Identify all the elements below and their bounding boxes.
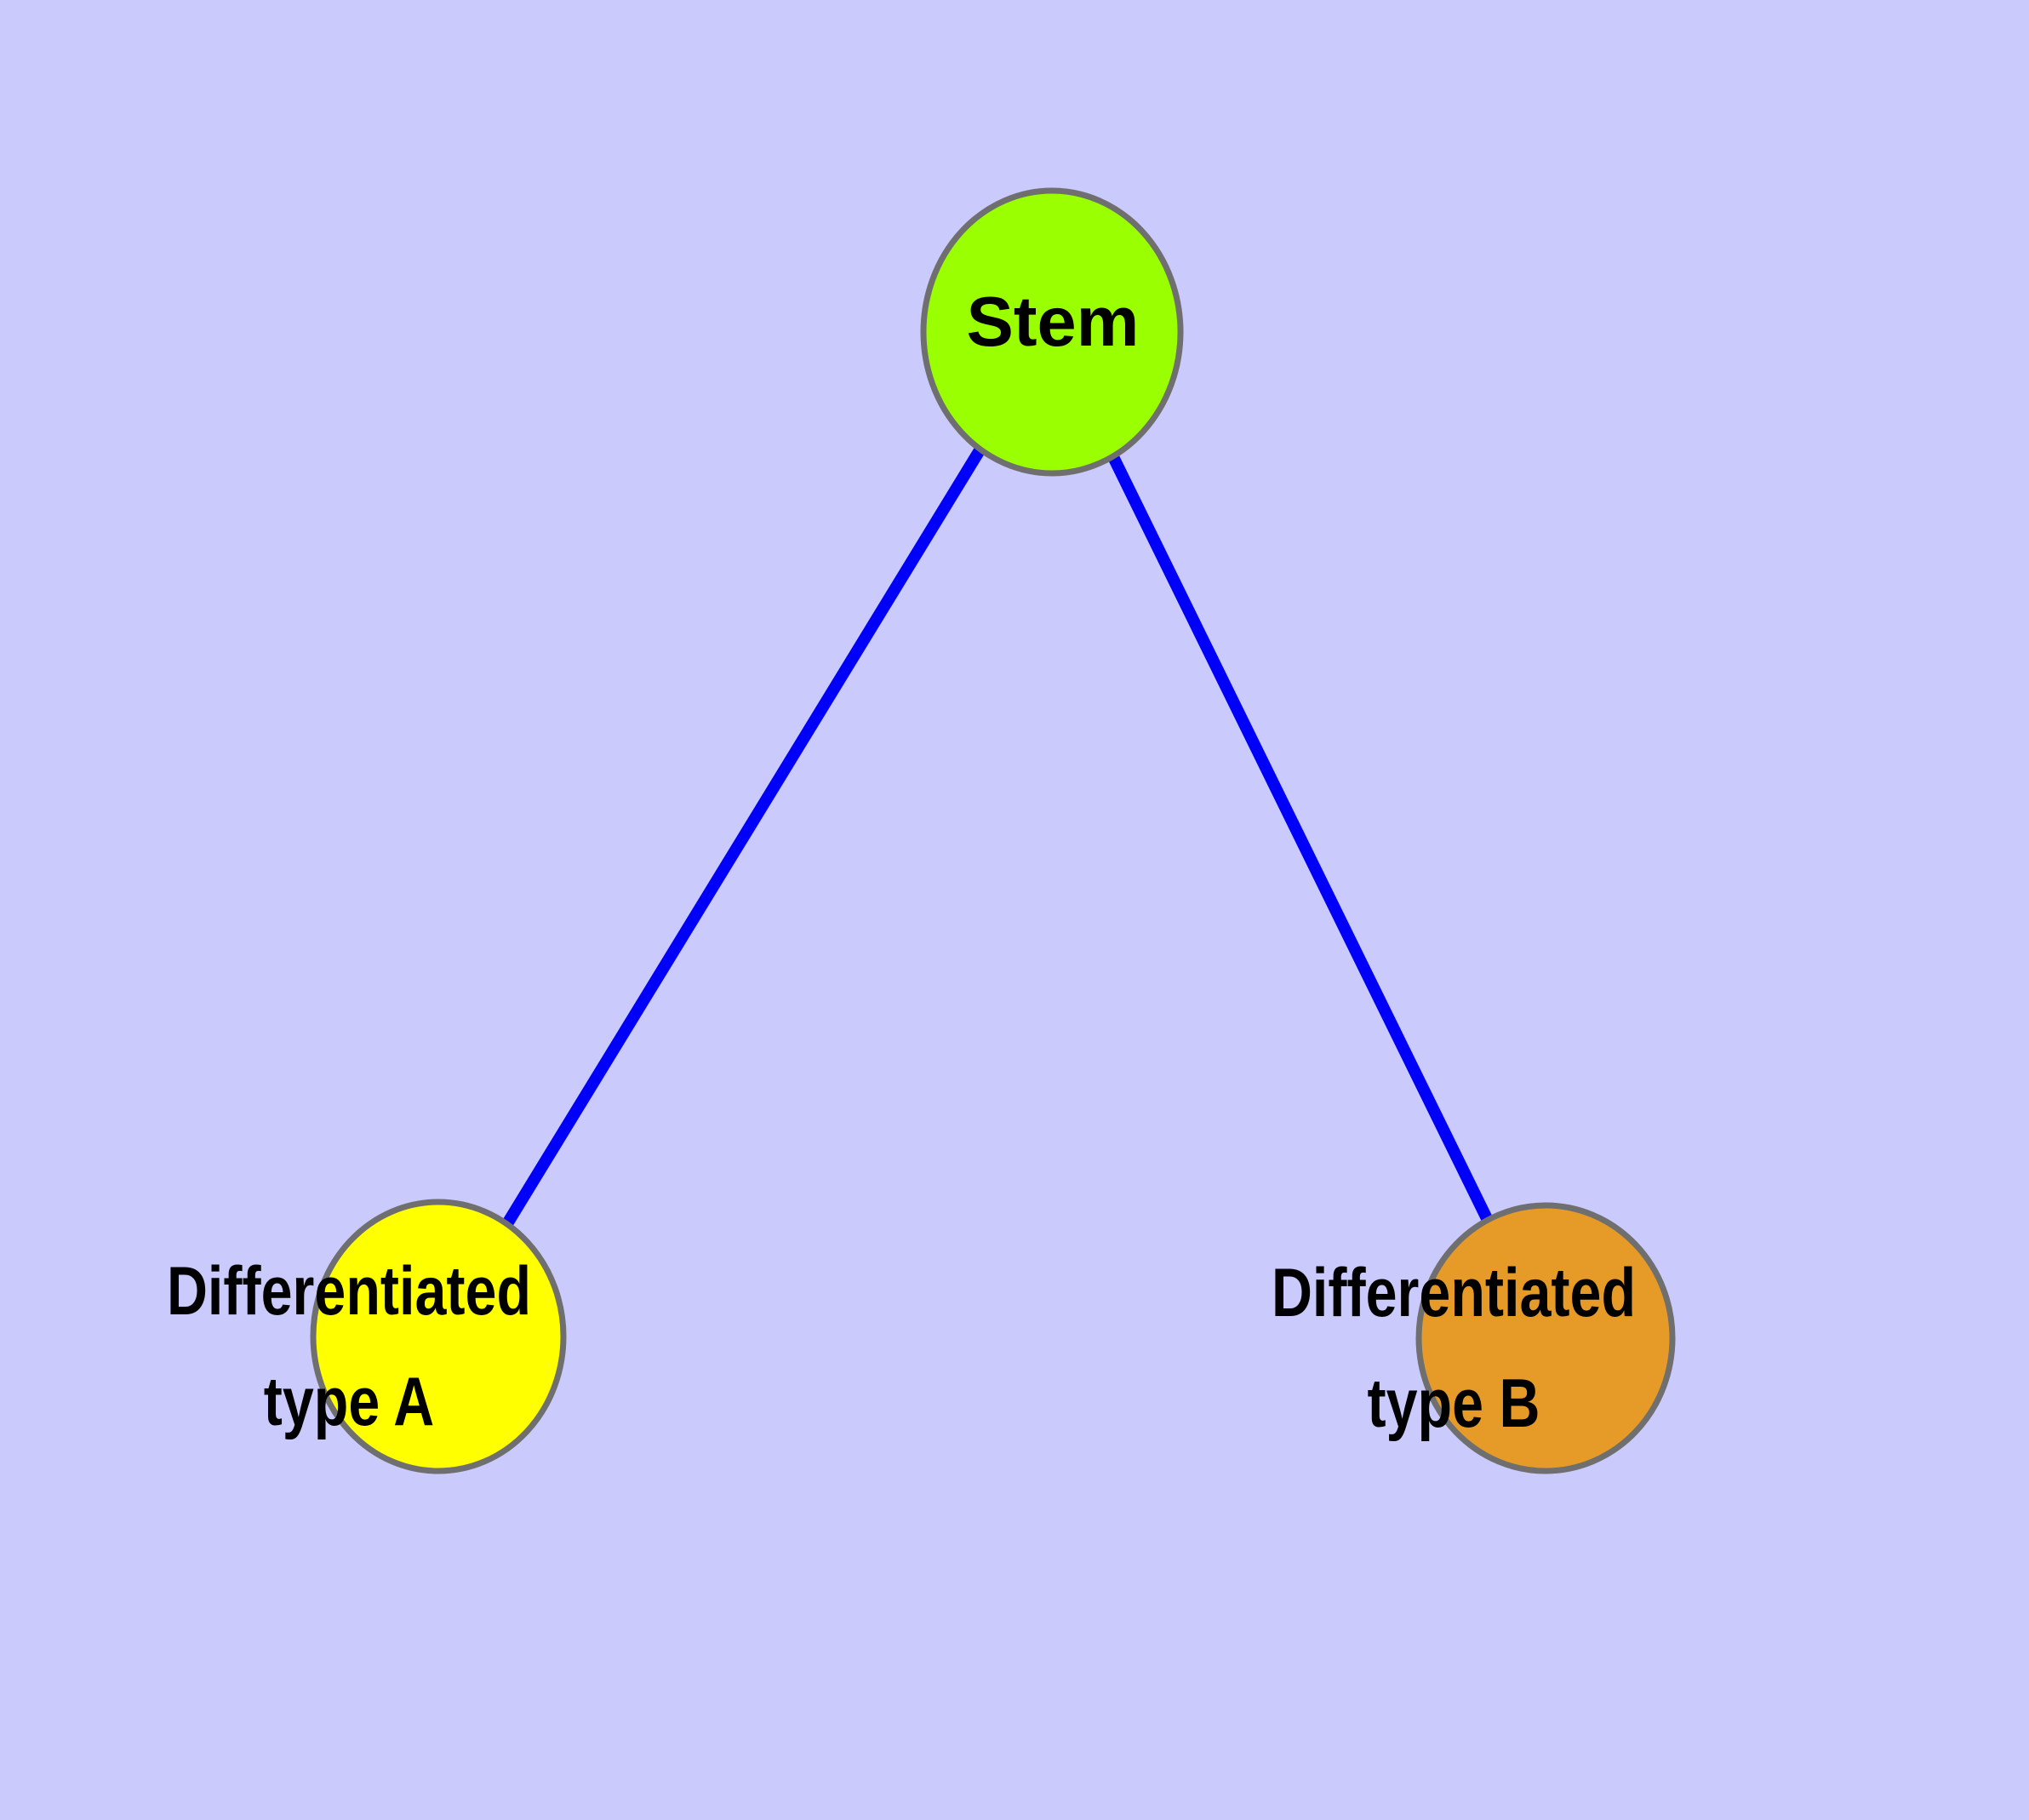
- edge-stem-to-type-a: [433, 329, 1057, 1340]
- node-differentiated-type-b: [1415, 1202, 1676, 1474]
- node-differentiated-type-a: [310, 1199, 567, 1474]
- edge-stem-to-type-b: [1046, 329, 1552, 1342]
- node-stem: [920, 187, 1184, 477]
